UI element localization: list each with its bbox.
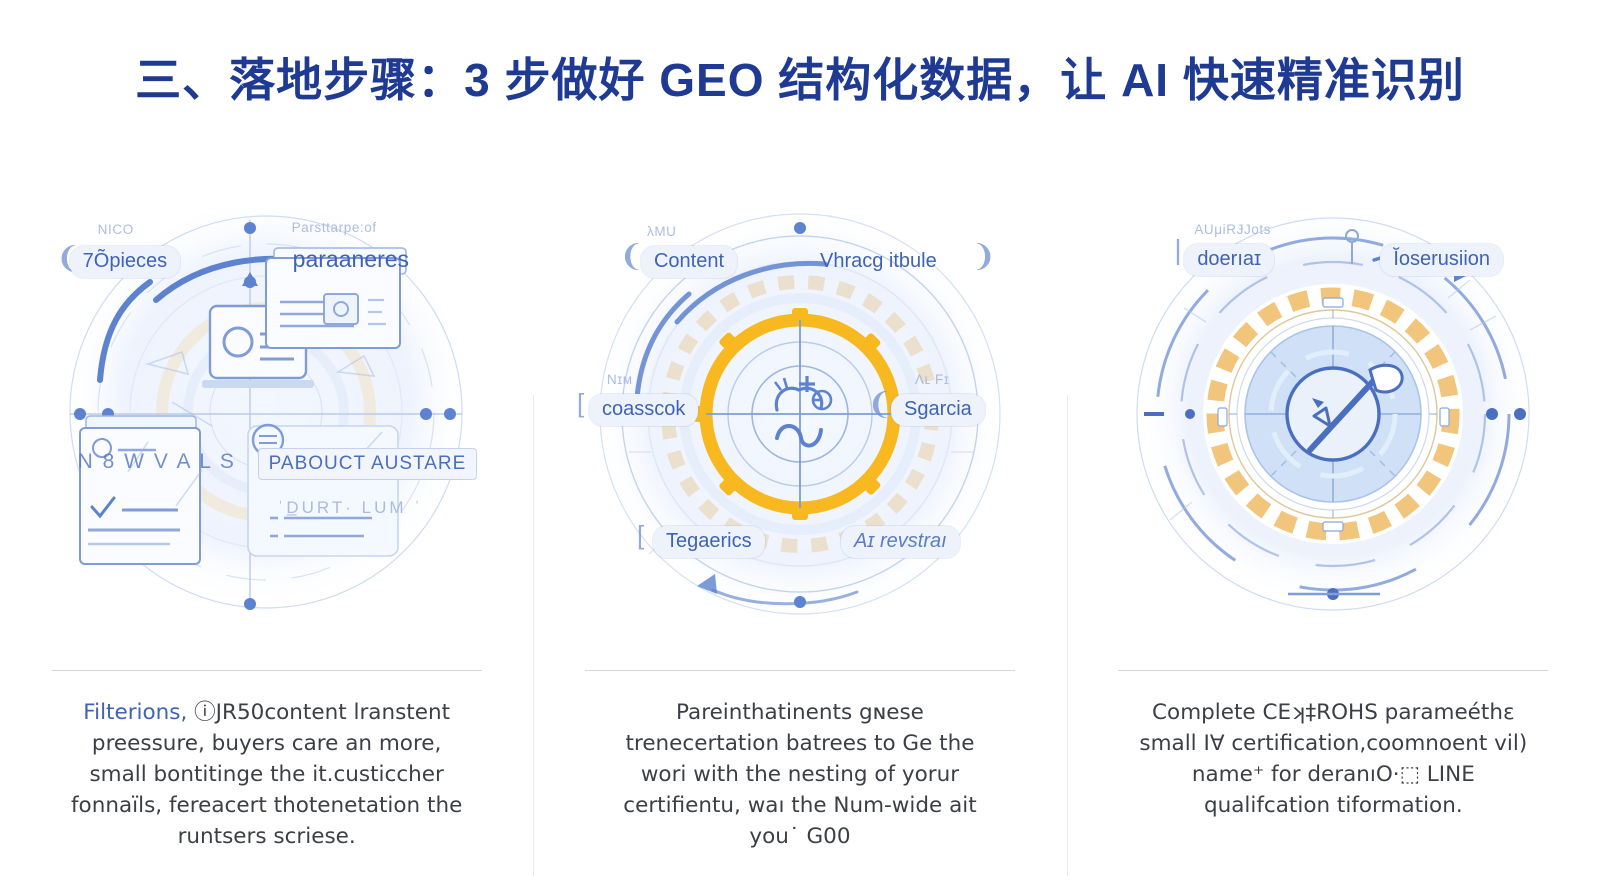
step-1-figure: NICO ❨ 7Õpieces Parsttarpe:of paraaneres… [52, 202, 482, 632]
ghost-label-alfi: Ʌʟ Fɪ [914, 372, 950, 387]
ghost-label-durt-lum: ˈD̲URT· LUM ˈ [277, 498, 423, 517]
chip-ai-revstral: Aɪ revstraı [840, 526, 960, 558]
step-card-2: λMU ❨ Content Vhracg itbule ❩ Nɪᴍ [ coas… [533, 140, 1066, 896]
chip-ioeserusiion: Ĭoserusiion [1380, 244, 1504, 276]
decorative-bracket-left-2: [ [576, 388, 585, 418]
step-2-caption: Pareinthatinents gɴese trenecertation ba… [600, 697, 1000, 852]
decorative-bracket-top-left: ❨ [618, 240, 645, 273]
step-3-caption: Complete CEʞ‡ROHS parameéthε small IⱯ ce… [1133, 697, 1533, 821]
ghost-label-nico: NICO [97, 222, 134, 237]
decorative-bracket-right-2: ❨ [866, 388, 893, 421]
caption-body-2: Pareinthatinents gɴese trenecertation ba… [623, 700, 977, 849]
compass-dial-certification-illustration [1136, 214, 1530, 611]
caption-body-1: ⓘJR50content lranstent preessure, buyers… [70, 700, 463, 849]
caption-divider-3 [1118, 670, 1549, 671]
caption-divider-1 [51, 670, 482, 671]
step-card-1: NICO ❨ 7Õpieces Parsttarpe:of paraaneres… [0, 140, 533, 896]
ghost-label-authrojots: AUμiRɈJots [1194, 222, 1272, 237]
caption-divider-2 [584, 670, 1015, 671]
decorative-bracket-bottom-left: [ [636, 520, 645, 550]
plate-product-austare: PABOUC⁣T AUSTARE [257, 448, 478, 480]
ghost-label-parsttarpe: Parsttarpe:of [291, 220, 377, 235]
ghost-label-xmu: λMU [646, 224, 677, 239]
step-1-caption: Filterions, ⓘJR50content lranstent prees… [67, 697, 467, 852]
chip-content: Content [640, 246, 738, 278]
caption-lead-1: Filterions, [83, 700, 188, 725]
step-card-3: AUμiRɈJots | doerıaɪ Ĭoserusiion Complet… [1066, 140, 1600, 896]
chip-sgarcia: Sɡarcia [890, 394, 985, 426]
step-2-figure: λMU ❨ Content Vhracg itbule ❩ Nɪᴍ [ coas… [577, 202, 1015, 632]
decorative-bracket-left-3: | [1174, 234, 1182, 265]
chip-tegaerics: Tegaerics [652, 526, 765, 558]
chip-coasscok: coasscok [588, 394, 699, 426]
chip-parameters: paraaneres [292, 246, 410, 272]
ghost-label-new-vals: N 8 W V A L S [77, 450, 236, 473]
page-title: 三、落地步骤：3 步做好 GEO 结构化数据，让 AI 快速精准识别 [135, 54, 1465, 106]
decorative-bracket-top-right: ❩ [970, 240, 997, 273]
step-3-figure: AUμiRɈJots | doerıaɪ Ĭoserusiion [1118, 202, 1548, 632]
chip-doertal: doerıaɪ [1184, 244, 1275, 276]
steps-container: NICO ❨ 7Õpieces Parsttarpe:of paraaneres… [0, 140, 1600, 896]
chip-pieces: 7Õpieces [69, 246, 181, 278]
caption-body-3: Complete CEʞ‡ROHS parameéthε small IⱯ ce… [1139, 700, 1528, 818]
ghost-label-ntm: Nɪᴍ [606, 372, 633, 387]
chip-vhracg-itbule: Vhracg itbule [819, 250, 937, 272]
